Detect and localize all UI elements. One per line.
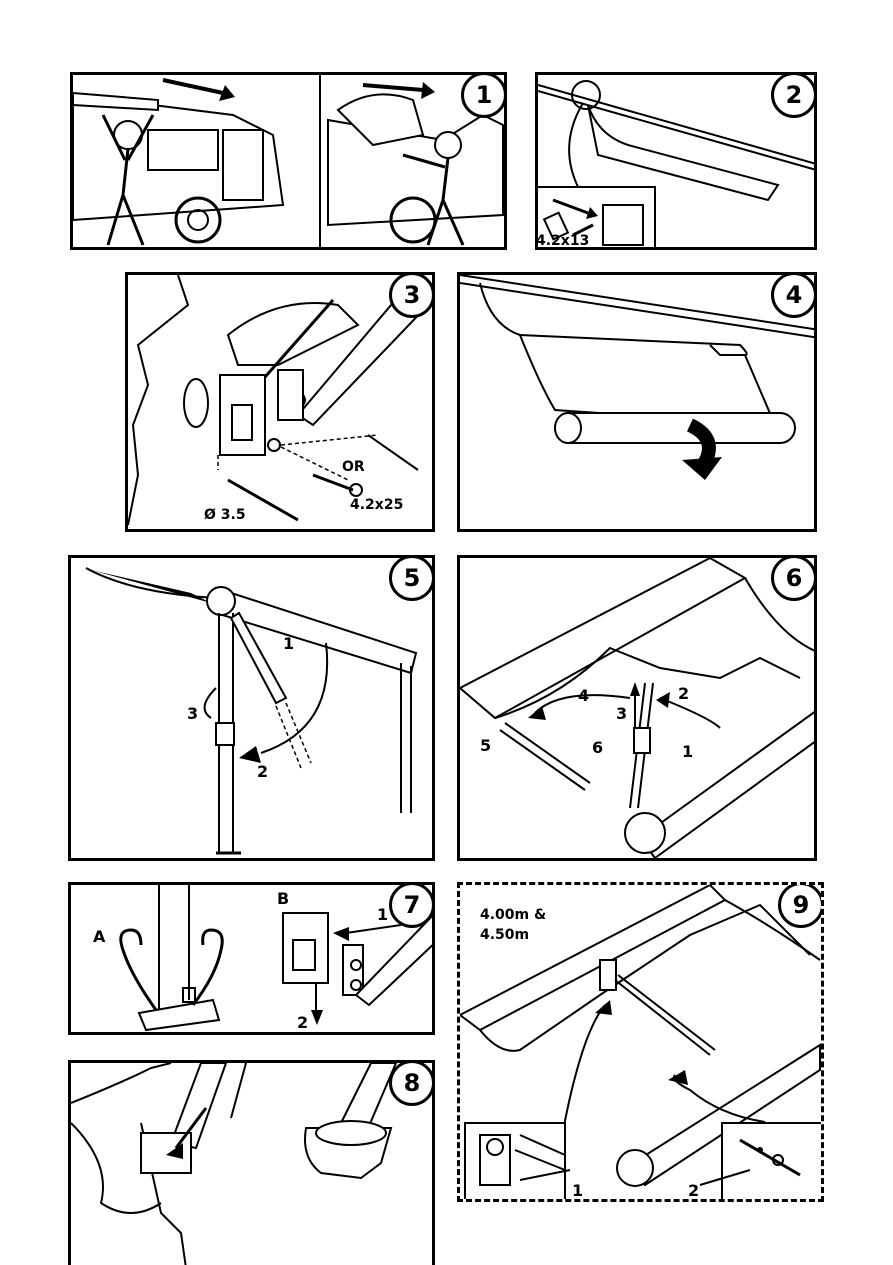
step-number-badge: 7 [389,885,432,928]
step-6-illustration [460,558,814,858]
size-note-line-2: 4.50m [480,927,530,943]
step-number-badge: 8 [389,1063,432,1106]
step-number-badge: 3 [389,275,432,318]
step-7-panel: A B 1 2 7 [68,882,435,1035]
step-2-panel: 4.2x13 2 [535,72,817,250]
or-label: OR [342,459,365,475]
arrow-label: 2 [257,762,269,781]
arrow-label: 1 [377,905,389,924]
step-7-illustration [119,885,432,1032]
step-9-illustration [460,885,821,1199]
arrow-label: 1 [283,634,295,653]
step-number-badge: 9 [778,885,821,928]
step-8-panel: 8 [68,1060,435,1265]
step-4-illustration [460,275,814,480]
arrow-label: 3 [616,704,628,723]
step-3-illustration [128,275,430,526]
step-2-illustration [538,80,814,247]
screw-size-label: 4.2x13 [536,233,590,249]
arrow-label: 2 [297,1013,309,1032]
step-number-badge: 1 [461,75,504,118]
arrow-label: 4 [578,686,590,705]
step-1-illustration [73,75,504,247]
label-b: B [277,889,290,908]
step-9-panel: 4.00m & 4.50m 1 2 9 [457,882,824,1202]
step-6-panel: 1 2 3 4 5 6 6 [457,555,817,861]
step-number-badge: 2 [771,75,814,118]
label-a: A [93,927,106,946]
step-8-illustration [71,1063,398,1265]
step-3-panel: OR 4.2x25 Ø 3.5 3 [125,272,435,532]
step-1-panel: 1 [70,72,507,250]
step-number-badge: 5 [389,558,432,601]
drill-size-label: Ø 3.5 [204,507,246,523]
step-number-badge: 6 [771,558,814,601]
arrow-label: 1 [682,742,694,761]
arrow-label: 3 [187,704,199,723]
arrow-label: 2 [678,684,690,703]
step-4-panel: 4 [457,272,817,532]
size-note-line-1: 4.00m & [480,907,547,923]
arrow-label: 1 [572,1181,584,1200]
step-5-panel: 1 2 3 5 [68,555,435,861]
step-5-illustration [85,567,418,855]
arrow-label: 6 [592,738,604,757]
arrow-label: 5 [480,736,492,755]
arrow-label: 2 [688,1181,700,1200]
step-number-badge: 4 [771,275,814,318]
screw-size-label: 4.2x25 [350,497,404,513]
